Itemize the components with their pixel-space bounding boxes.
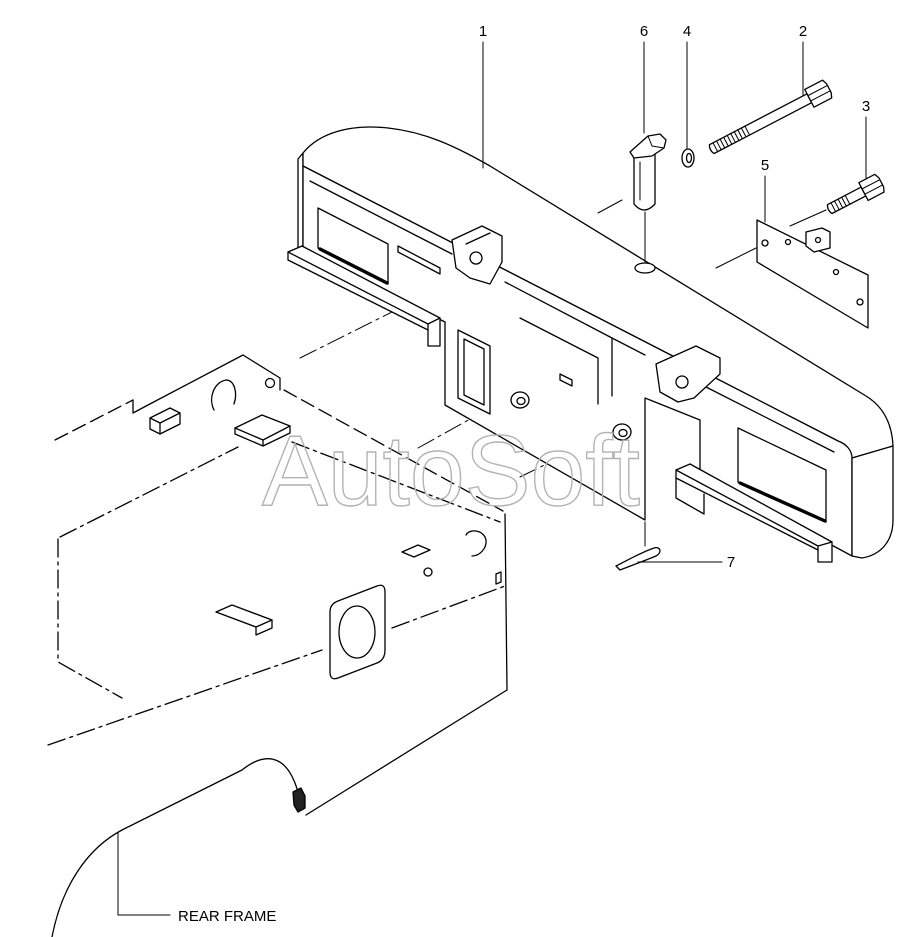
counterweight-pin-hole [634,262,656,274]
cotter-pin [615,547,661,571]
counterweight-lower-slot-inner [463,338,485,406]
rear-frame-access-hole-frame [329,584,386,680]
washer-outer [681,148,695,168]
callout-5: 5 [761,157,769,174]
callout-4: 4 [683,23,691,40]
callout-6: 6 [640,23,648,40]
counterweight-front-ledge [309,180,835,453]
counterweight-center-notch [559,373,573,387]
alignment-line-plate-5 [715,247,757,269]
pin-head-edge [647,135,665,149]
washer-inner [685,152,693,164]
callout-2: 2 [799,23,807,40]
washer-part-4 [681,148,695,168]
rear-frame-underside-curve [51,758,299,937]
rear-frame-side-small-hole [423,567,433,577]
counterweight-left-lug-hole [469,251,483,265]
counterweight-left-end-face [297,152,304,251]
watermark-text: AutoSoft [262,415,640,527]
rear-frame-inner-top-edge-hidden [291,441,501,523]
rear-frame-far-top-edge [132,354,281,414]
bolt-part-3 [826,173,885,215]
rear-frame-left-vertical-edge-hidden [57,538,123,699]
bolt-2-threads [712,125,751,153]
rear-frame-small-hole [264,377,276,389]
plate-hole-2 [784,238,792,246]
counterweight [287,126,894,563]
plate-hole-3 [832,268,840,276]
pin-head [629,133,667,159]
alignment-line-right-hole [519,432,611,478]
rear-frame-top-tab [234,414,291,447]
rear-frame-side-slot [495,571,502,585]
rear-frame-stop-block-edges [149,412,181,435]
rear-frame-side-tab [401,544,431,558]
callout-1: 1 [479,23,487,40]
rear-frame-inner-bracket-edges [255,619,273,636]
rear-frame-lower-edge-hidden [47,585,506,746]
counterweight-right-foot-edge [675,469,833,551]
rear-frame-clip [292,787,306,813]
counterweight-right-opening-shade [738,481,827,523]
counterweight-mount-hole-right-inner [618,428,628,438]
counterweight-mount-hole-left [510,391,530,409]
rear-frame-rear-top-edge-hidden [283,389,504,512]
rear-frame-side-hole [465,530,487,557]
pin-body [633,151,656,211]
leader-line-rear-frame [117,831,171,916]
callout-3: 3 [862,98,870,115]
cotter-pin-part-7 [615,521,661,571]
bolt-3-threads [830,194,851,213]
plate-bracket-hole [814,236,822,244]
counterweight-right-lug [655,345,721,403]
counterweight-right-lug-hole [675,375,689,389]
counterweight-left-slot [397,245,441,275]
counterweight-right-foot [675,463,833,563]
bolt-3-head-facets [861,179,884,195]
alignment-line-bolt-2 [597,199,623,214]
alignment-line-bolt-3 [789,209,827,227]
plate-part-5 [756,219,869,329]
counterweight-left-lug-edge [465,232,491,245]
bolt-3-shaft [826,186,867,215]
plate-hole-4 [856,298,864,306]
rear-frame [47,354,508,937]
counterweight-mount-hole-left-inner [516,396,526,406]
counterweight-left-lug [451,225,503,285]
rear-frame-bottom-edge [305,689,508,816]
counterweight-center-recess [504,281,646,405]
bolt-part-2 [708,79,833,155]
plate-body [756,219,869,329]
rear-frame-access-hole [338,605,376,659]
rear-frame-label: REAR FRAME [178,908,276,925]
plate-bracket [805,227,831,253]
rear-frame-far-top-edge-hidden [54,399,134,441]
counterweight-lower-slot [457,329,491,415]
callout-7: 7 [727,554,735,571]
pin-part-6 [629,133,667,263]
plate-hole-1 [761,239,769,247]
rear-frame-near-top-edge-hidden [59,446,239,538]
bolt-2-shaft [708,93,813,155]
callouts: 1 6 4 2 3 5 7 REAR FRAME [117,23,870,925]
counterweight-left-foot-edge [287,251,441,331]
rear-frame-right-vertical-edge [504,513,508,691]
counterweight-right-end-face [851,445,894,559]
counterweight-left-opening-shade [318,247,389,285]
rear-frame-top-hole [211,379,237,411]
rear-frame-top-tab-edges [234,425,291,447]
counterweight-mount-hole-right [612,423,632,441]
bolt-2-head-facets [807,84,831,102]
